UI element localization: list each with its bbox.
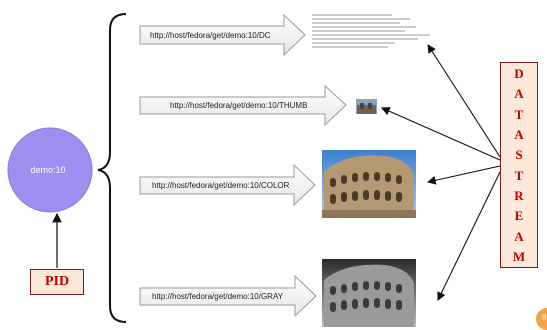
- datastream-letter: D: [514, 66, 524, 81]
- datastream-label-box: D A T A S T R E A M: [500, 62, 538, 268]
- datastream-url-gray: http://host/fedora/get/demo:10/GRAY: [152, 292, 284, 301]
- datastream-letter: A: [514, 126, 524, 142]
- datastream-pointer-thumb: [380, 107, 501, 161]
- pid-node: [7, 127, 93, 213]
- datastream-arrow-thumb: http://host/fedora/get/demo:10/THUMB: [139, 84, 347, 127]
- datastream-letter: T: [514, 106, 524, 122]
- datastream-letter: A: [514, 228, 524, 244]
- pid-node-label: demo:10: [30, 165, 66, 175]
- dc-metadata-preview: [312, 14, 430, 48]
- datastream-letter: S: [515, 147, 523, 163]
- datastream-letter: T: [514, 167, 524, 183]
- datastream-letter: E: [514, 208, 524, 224]
- datastream-url-dc: http://host/fedora/get/demo:10/DC: [150, 31, 271, 40]
- datastream-arrow-color: http://host/fedora/get/demo:10/COLOR: [139, 163, 316, 207]
- curly-brace: [97, 13, 127, 323]
- datastream-pointer-gray: [437, 171, 501, 301]
- pid-label-box: PID: [30, 269, 84, 295]
- thumb-image: [356, 99, 377, 114]
- gray-image: [322, 259, 416, 327]
- datastream-url-thumb: http://host/fedora/get/demo:10/THUMB: [170, 101, 307, 110]
- datastream-arrow-gray: http://host/fedora/get/demo:10/GRAY: [139, 274, 317, 318]
- datastream-pointer-dc: [427, 44, 501, 158]
- datastream-arrow-dc: http://host/fedora/get/demo:10/DC: [139, 13, 306, 57]
- page-number-badge: 8: [536, 308, 547, 330]
- datastream-letter: M: [512, 248, 526, 264]
- datastream-letter: A: [514, 86, 524, 102]
- color-image: [322, 150, 416, 218]
- datastream-letter: R: [514, 187, 524, 203]
- datastream-url-color: http://host/fedora/get/demo:10/COLOR: [152, 181, 290, 190]
- datastream-pointer-color: [426, 165, 501, 185]
